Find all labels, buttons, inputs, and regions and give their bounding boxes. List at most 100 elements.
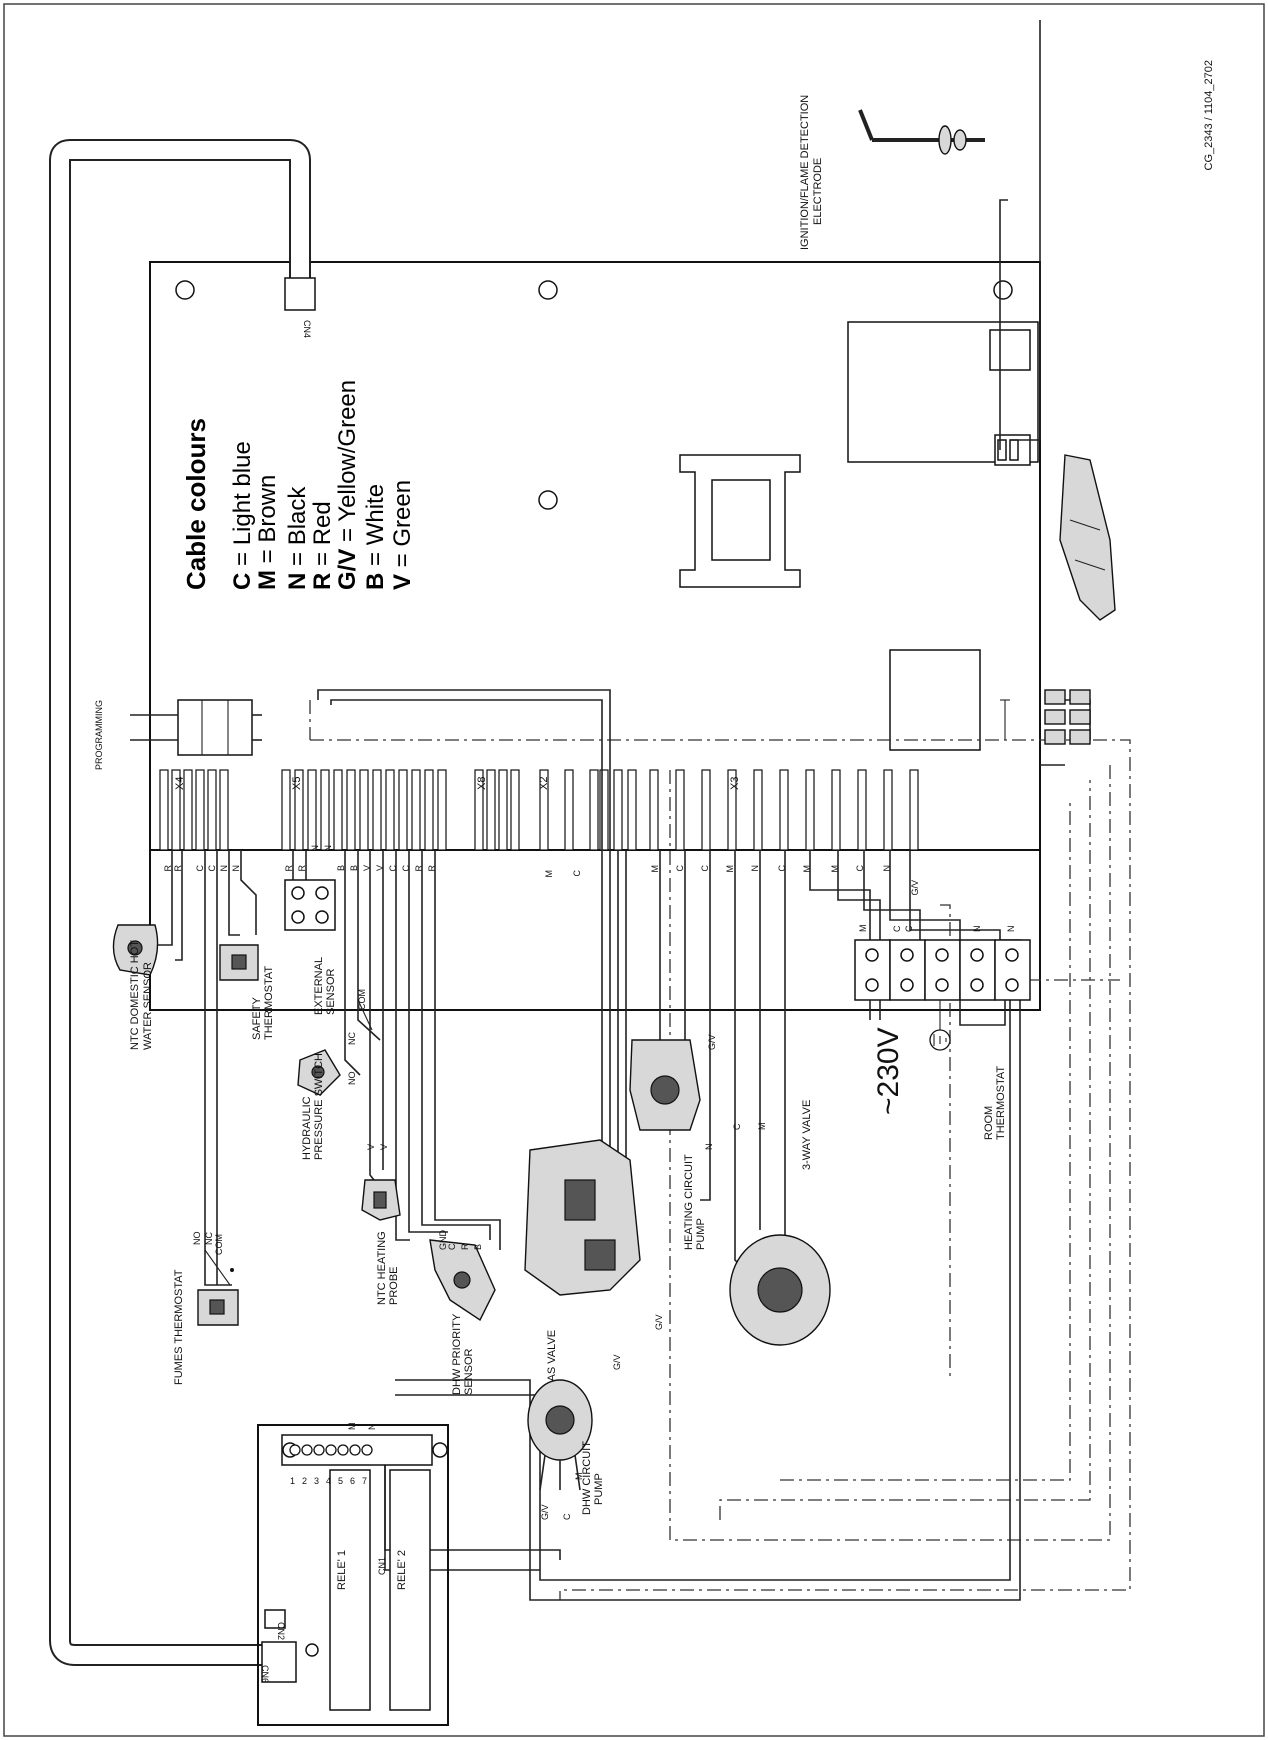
x2-label: X2 [538,777,550,790]
mounting-hole [538,280,558,300]
programming-connector: PROGRAMMING [94,699,262,770]
wire-code: V [362,865,372,871]
dhw-priority-label: DHW PRIORITY [451,1313,463,1395]
dhw-circuit-pump: G/V C M DHW CIRCUIT PUMP [527,1379,605,1520]
connector-pin [753,769,763,851]
pin-number: 7 [362,1476,367,1486]
earth-icon [929,1029,951,1051]
com-label: COM [214,1234,224,1255]
cn2-label: CN2 [276,1622,286,1640]
relay-terminal [349,1444,361,1456]
ignition-electrode: IGNITION/FLAME DETECTION ELECTRODE [799,95,985,250]
wire-code: N [1006,926,1016,933]
connector-pin [649,769,659,851]
wire-code: N [219,865,229,872]
safety-thermostat: SAFETY THERMOSTAT [219,944,275,1040]
legend-item: V = Green [389,480,416,590]
wire-code: M [802,865,812,873]
heating-pump-label: PUMP [695,1218,707,1250]
room-thermostat: ROOM THERMOSTAT [983,1066,1007,1140]
hydraulic-label: PRESSURE SWITCH [313,1053,325,1160]
wire-code: R [297,865,307,872]
wire-code: C [892,925,902,932]
legend-title: Cable colours [181,418,211,590]
connector-pin [398,769,408,851]
transformer [679,454,801,588]
x4-label: X4 [174,777,186,790]
pin-number: 4 [326,1476,331,1486]
wire-code: M [830,865,840,873]
wire-code: N [310,845,320,852]
wire-code: C [207,865,217,872]
rele1-label: RELE' 1 [336,1550,348,1590]
pin-number: 3 [314,1476,319,1486]
wire-code: B [473,1244,483,1250]
connector-pin [307,769,317,851]
hydraulic-pressure-switch: COM NC NO HYDRAULIC PRESSURE SWITCH [297,989,373,1160]
wire-code: C [777,865,787,872]
connector-pin [727,769,737,851]
pin-number: 2 [302,1476,307,1486]
connector-pin [333,769,343,851]
wire-code: C [572,870,582,877]
wire-code: G/V [612,1354,622,1370]
nc-label: NC [204,1232,214,1245]
connector-strip: X4 X5 X8 X2 X3 [149,769,1040,851]
terminal-cluster [1044,689,1091,745]
hydraulic-label: HYDRAULIC [301,1096,313,1160]
connector-pin [320,769,330,851]
page-frame [3,3,1265,1737]
heating-circuit-pump: G/V N C M HEATING CIRCUIT PUMP [629,1034,767,1250]
relay-terminal [313,1444,325,1456]
connector-pin [372,769,382,851]
safety-label: THERMOSTAT [263,966,275,1040]
wire-code: M [574,1473,584,1481]
ntc-dhw-label: WATER SENSOR [142,962,154,1050]
relay-terminal [361,1444,373,1456]
wire-code: C [562,1513,572,1520]
wire-code: N [323,845,333,852]
wire-code: N [882,865,892,872]
wire-code: B [349,865,359,871]
mounting-hole [175,280,195,300]
connector-pin [627,769,637,851]
cn1-label: CN1 [377,1557,387,1575]
fumes-label: FUMES THERMOSTAT [173,1269,185,1385]
rele1 [329,1469,371,1711]
rele2-label: RELE' 2 [396,1550,408,1590]
legend-item: C = Light blue [229,441,256,590]
wire-code: V [375,865,385,871]
connector-pin [701,769,711,851]
wire-code-labels: R R C C N N R R N N B B V V C C R R M C … [163,845,920,896]
wire-code: N [704,1144,714,1151]
gas-valve: G/V G/V GAS VALVE [524,1139,664,1390]
connector-pin [805,769,815,851]
burner-bracket [1059,454,1116,621]
wire-code: N [972,926,982,933]
ignition-label: ELECTRODE [812,158,824,225]
connector-pin [779,769,789,851]
connector-pin [359,769,369,851]
wire-code: R [173,865,183,872]
x8-label: X8 [476,777,488,790]
no-label: NO [192,1232,202,1246]
legend-item: B = White [362,484,389,590]
legend-item: N = Black [284,486,311,590]
pin-number: 1 [290,1476,295,1486]
connector-pin [909,769,919,851]
connector-pin [564,769,574,851]
ignition-label: IGNITION/FLAME DETECTION [799,95,811,250]
three-way-valve: 3-WAY VALVE [729,1100,831,1346]
legend-item: R = Red [309,501,336,590]
programming-label: PROGRAMMING [94,700,104,770]
ntc-dhw-sensor: NTC DOMESTIC HOT WATER SENSOR [112,924,159,1050]
nc-label: NC [347,1032,357,1045]
relay-terminal [337,1444,349,1456]
wire-code: C [447,1243,457,1250]
connector-pin [183,769,193,851]
rele2 [389,1469,431,1711]
relay-terminal [301,1444,313,1456]
drawing-code: CG_2343 / 1104_2702 [1203,60,1215,171]
connector-pin [159,769,169,851]
